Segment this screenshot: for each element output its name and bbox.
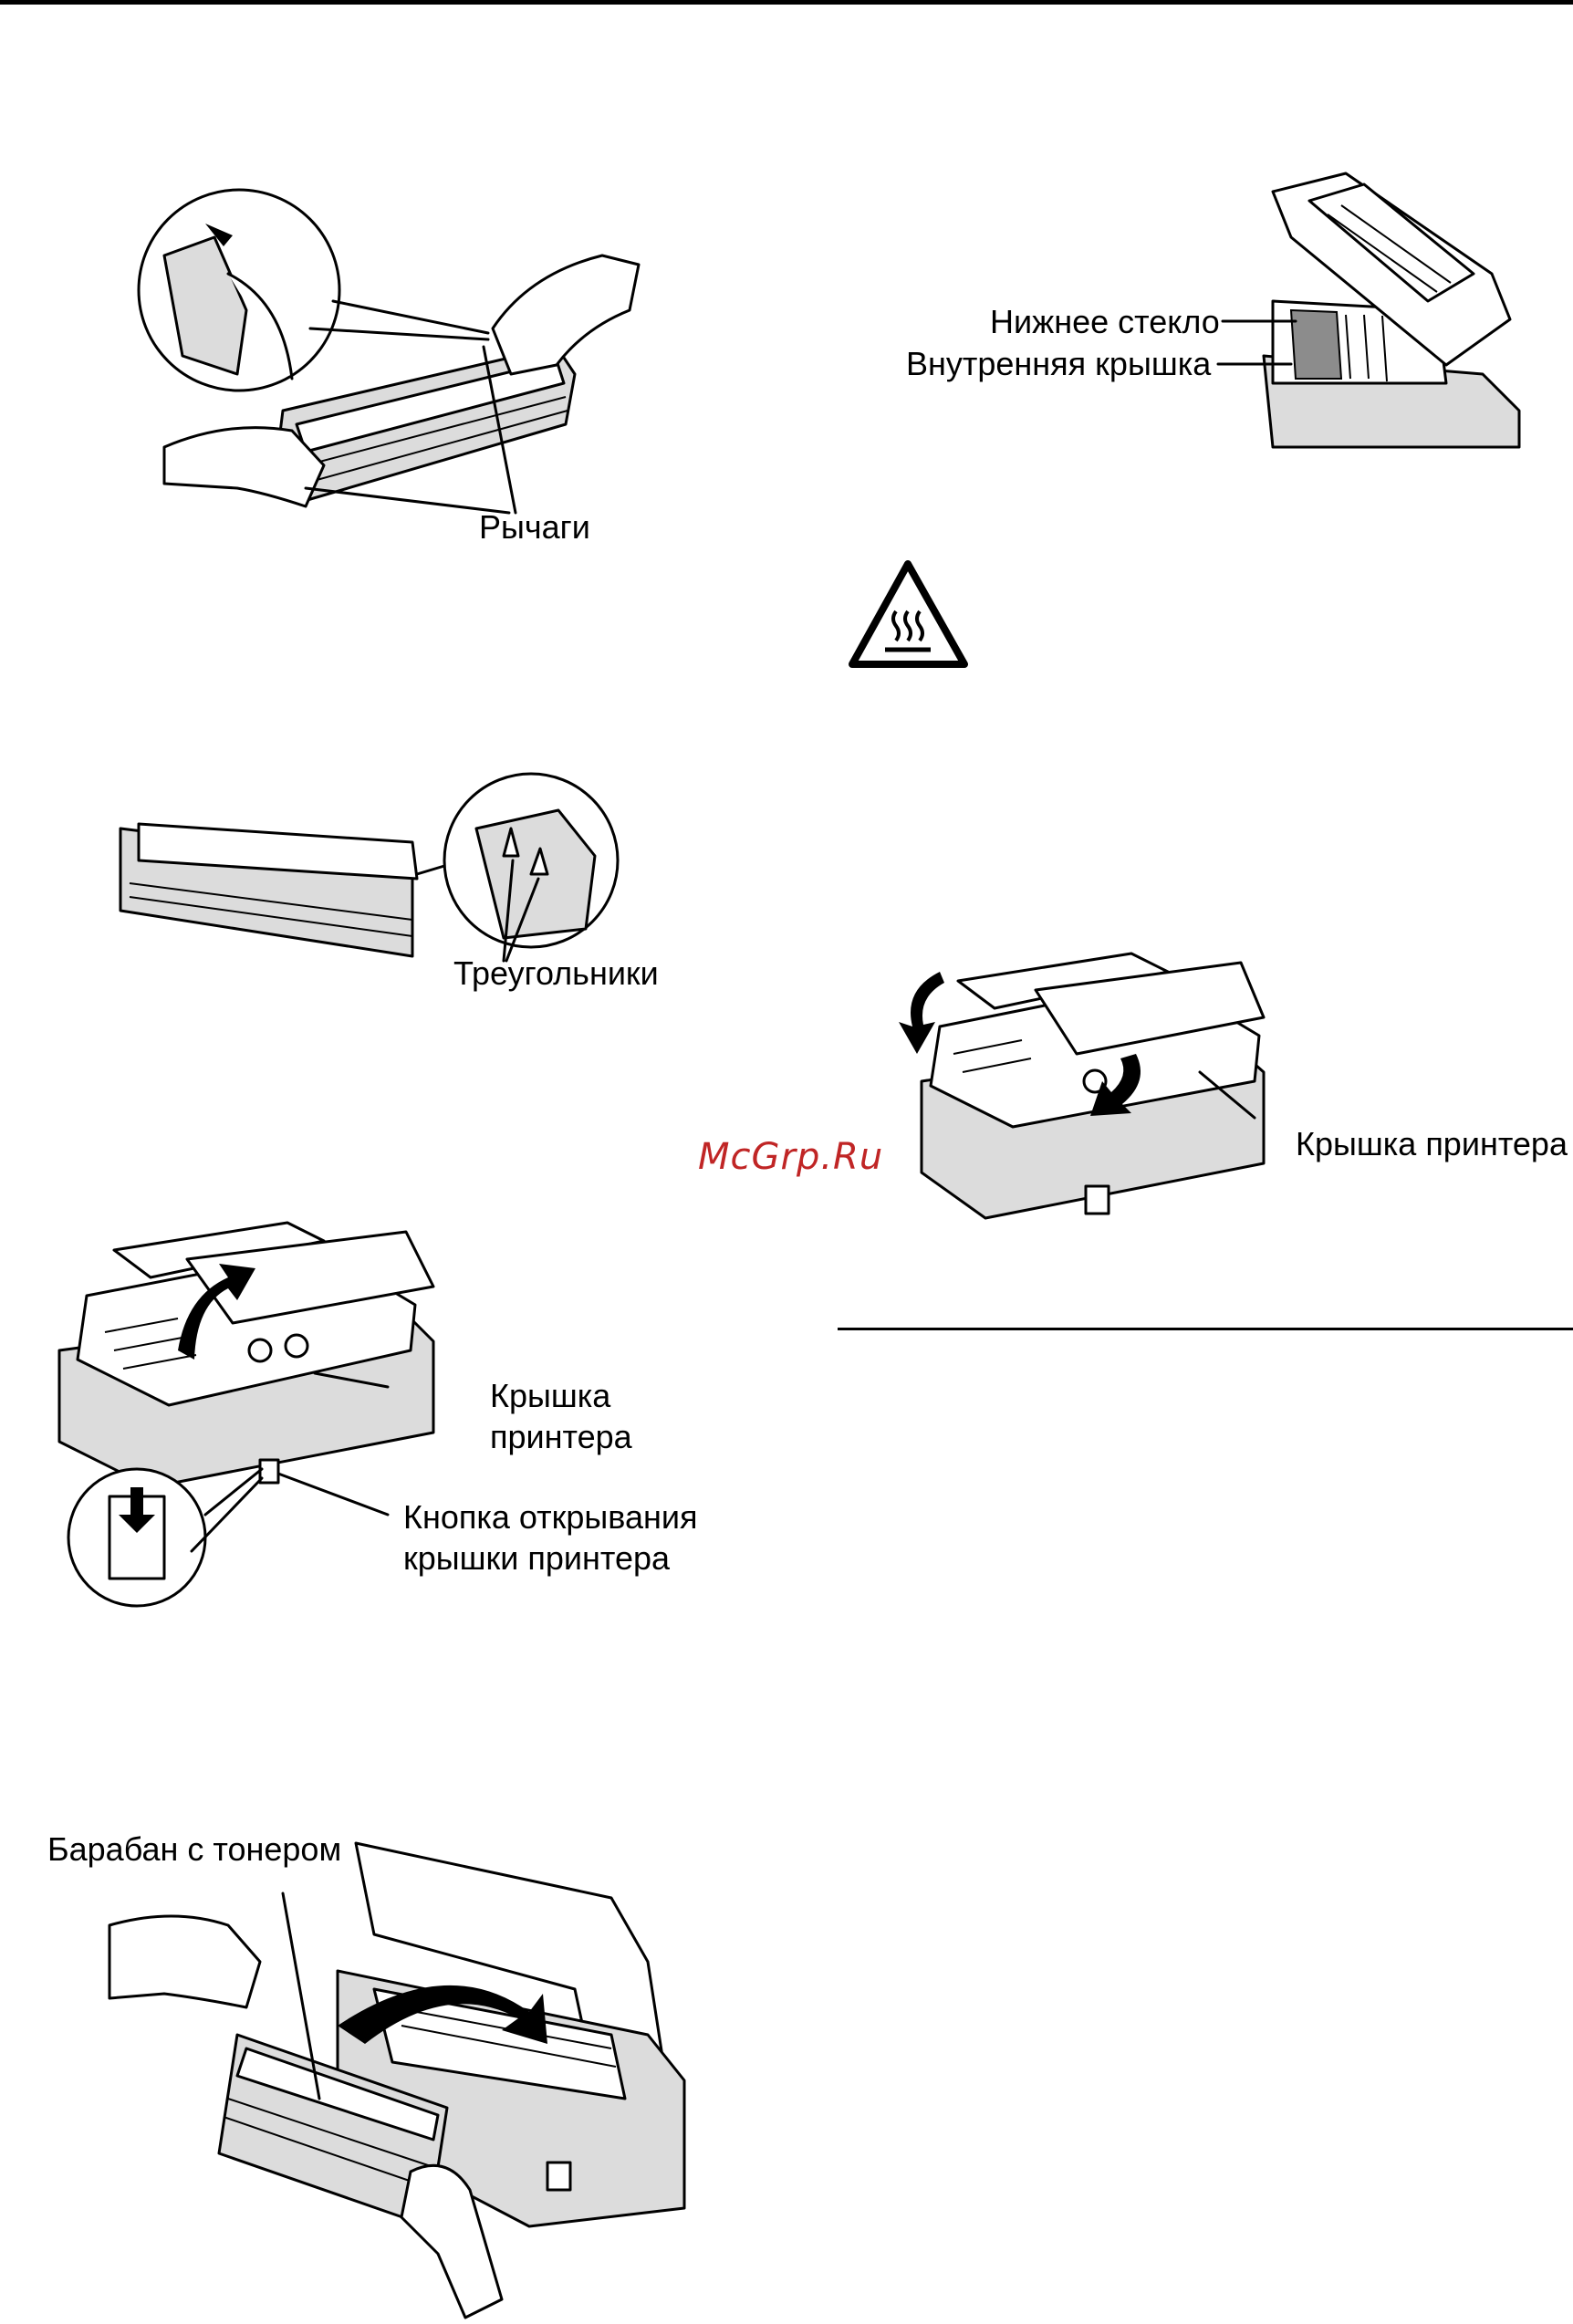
figure-inside-view xyxy=(1255,173,1528,456)
inner-cover-leader xyxy=(1218,362,1291,366)
inner-cover-label: Внутренняя крышка xyxy=(906,344,1211,384)
triangles-label: Треугольники xyxy=(453,954,659,994)
drum-label: Барабан с тонером xyxy=(47,1829,341,1870)
release-button-label-line2: крышки принтера xyxy=(403,1538,670,1579)
release-button-label-line1: Кнопка открывания xyxy=(403,1497,698,1537)
close-printer-cover-illustration xyxy=(903,944,1287,1245)
lower-glass-label: Нижнее стекло xyxy=(990,302,1220,342)
top-rule xyxy=(0,0,1573,5)
levers-label: Рычаги xyxy=(479,507,590,547)
insert-drum-illustration xyxy=(100,1825,693,2322)
lower-glass-leader xyxy=(1223,319,1296,323)
watermark: McGrp.Ru xyxy=(698,1136,883,1178)
drum-triangles-illustration xyxy=(102,774,631,984)
printer-cover-label-line2: принтера xyxy=(490,1417,632,1457)
hot-surface-warning-icon xyxy=(847,558,970,670)
drum-levers-illustration xyxy=(128,192,657,557)
figure-drum-levers xyxy=(128,192,657,557)
figure-insert-drum xyxy=(100,1825,693,2322)
section-separator xyxy=(838,1328,1573,1330)
figure-close-printer-cover xyxy=(903,944,1287,1245)
inside-view-illustration xyxy=(1255,173,1528,456)
figure-drum-triangles xyxy=(102,774,631,984)
close-printer-cover-label: Крышка принтера xyxy=(1296,1124,1568,1164)
printer-cover-label-line1: Крышка xyxy=(490,1376,610,1416)
